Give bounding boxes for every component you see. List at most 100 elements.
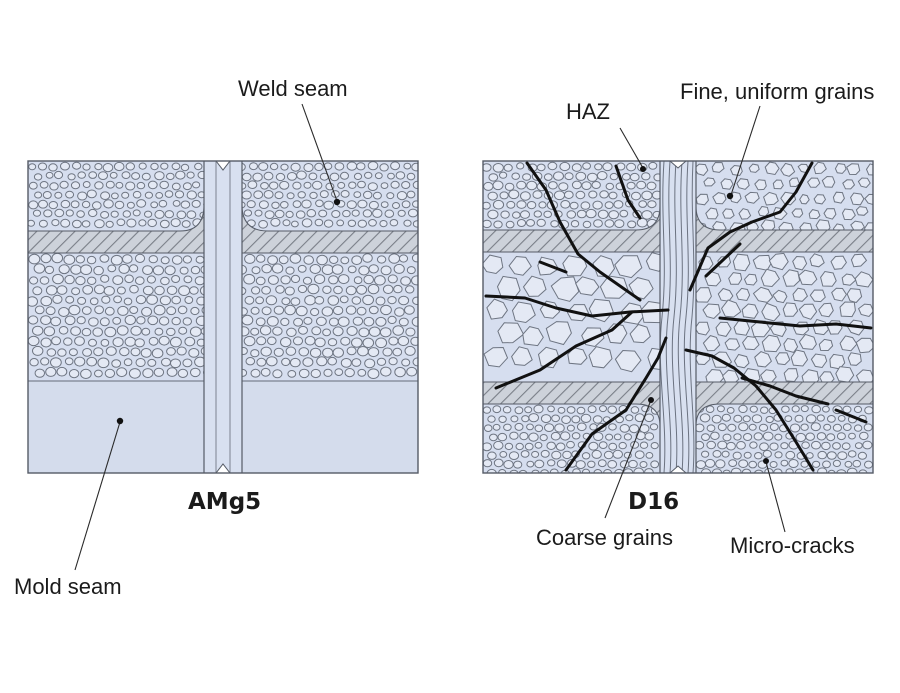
- grain: [626, 162, 637, 172]
- grain: [605, 433, 614, 441]
- grain: [818, 338, 834, 352]
- grain: [784, 415, 793, 423]
- grain: [406, 190, 416, 199]
- grain: [629, 424, 640, 434]
- grain: [492, 180, 504, 191]
- grain: [275, 172, 286, 182]
- grain: [559, 161, 571, 172]
- grain: [830, 255, 847, 270]
- grain: [789, 423, 801, 433]
- grain: [266, 356, 278, 367]
- grain: [839, 335, 858, 352]
- grain: [850, 192, 865, 206]
- grain: [135, 276, 145, 286]
- grain: [327, 295, 340, 306]
- grain: [376, 357, 387, 366]
- grain: [116, 325, 129, 336]
- grain: [499, 191, 509, 200]
- grain: [241, 190, 252, 200]
- grain: [702, 335, 721, 352]
- grain: [749, 441, 758, 449]
- grain: [551, 450, 562, 460]
- grain: [132, 209, 141, 217]
- grain: [70, 326, 81, 336]
- grain: [406, 266, 416, 275]
- grain: [394, 366, 406, 378]
- grain: [509, 431, 519, 440]
- grain: [800, 405, 809, 413]
- grain: [727, 423, 737, 432]
- grain: [800, 423, 809, 431]
- grain: [340, 190, 350, 198]
- grain: [295, 305, 308, 317]
- grain: [28, 296, 38, 307]
- grain: [261, 306, 272, 316]
- grain: [81, 200, 91, 209]
- grain: [321, 264, 334, 276]
- grain: [51, 219, 60, 227]
- grain: [520, 450, 530, 458]
- grain: [483, 219, 492, 229]
- grain: [587, 460, 596, 468]
- grain: [166, 285, 178, 295]
- grain: [351, 358, 362, 367]
- grain: [717, 256, 732, 268]
- grain: [68, 369, 80, 379]
- grain: [130, 325, 142, 336]
- grain: [554, 423, 565, 433]
- grain: [834, 163, 847, 174]
- grain: [28, 163, 37, 171]
- grain: [177, 368, 189, 378]
- grain: [614, 255, 643, 279]
- grain: [166, 306, 177, 316]
- grain: [159, 180, 169, 190]
- grain: [392, 202, 400, 209]
- grain: [864, 406, 873, 415]
- grain: [564, 172, 574, 181]
- grain: [82, 285, 94, 295]
- grain: [387, 315, 397, 324]
- grain: [648, 161, 658, 170]
- grain: [321, 306, 334, 317]
- grain: [821, 441, 831, 451]
- grain: [791, 405, 800, 413]
- grain: [818, 302, 834, 318]
- grain: [389, 219, 399, 227]
- grain: [170, 358, 181, 369]
- grain: [513, 460, 523, 469]
- grain: [82, 181, 91, 188]
- grain: [487, 191, 498, 201]
- grain: [794, 414, 804, 423]
- grain: [388, 253, 401, 264]
- grain: [180, 163, 190, 172]
- grain: [274, 191, 284, 200]
- grain: [556, 459, 567, 469]
- grain: [180, 200, 191, 209]
- grain: [292, 200, 302, 209]
- grain: [154, 285, 165, 296]
- grain: [260, 346, 272, 357]
- grain: [107, 264, 117, 273]
- grain: [738, 404, 748, 413]
- grain: [298, 325, 308, 335]
- grain: [63, 337, 73, 346]
- grain: [112, 275, 124, 286]
- grain: [264, 210, 275, 220]
- grain: [526, 423, 534, 431]
- grain: [176, 210, 187, 220]
- grain: [104, 368, 116, 378]
- grain: [566, 406, 576, 414]
- grain: [489, 433, 498, 442]
- grain: [275, 285, 285, 294]
- grain: [279, 180, 290, 190]
- grain: [546, 441, 557, 450]
- grain: [594, 163, 603, 171]
- grain: [509, 469, 519, 473]
- grain: [571, 432, 581, 440]
- grain: [492, 423, 501, 431]
- grain: [159, 295, 171, 306]
- grain: [147, 218, 157, 228]
- grain: [171, 316, 181, 326]
- grain: [404, 305, 415, 315]
- grain: [178, 285, 191, 297]
